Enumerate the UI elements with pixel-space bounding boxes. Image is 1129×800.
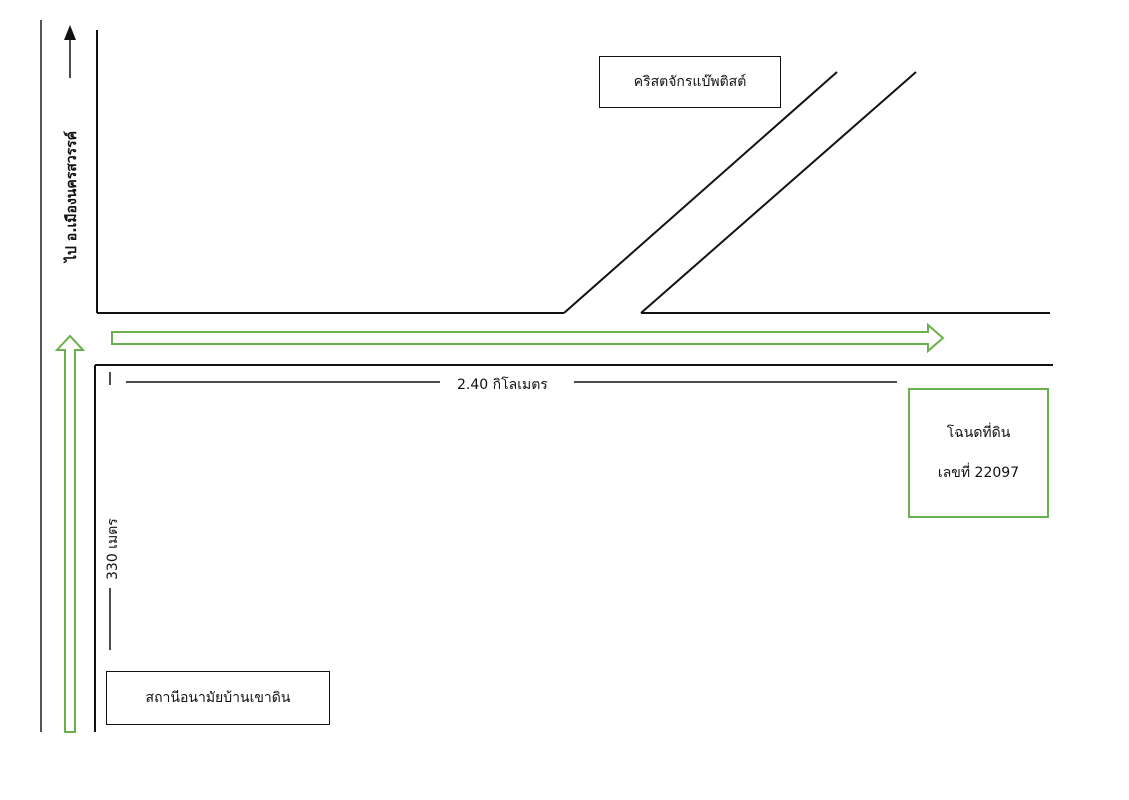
health-station-box: สถานีอนามัยบ้านเขาดิน — [106, 671, 330, 725]
distance-horizontal-label: 2.40 กิโลเมตร — [457, 377, 548, 393]
church-label: คริสตจักรแบ๊พติสต์ — [633, 74, 747, 90]
land-deed-box: โฉนดที่ดิน เลขที่ 22097 — [908, 388, 1049, 518]
hollow-arrow-up-icon — [54, 334, 86, 733]
hollow-arrow-right-icon — [111, 322, 945, 354]
land-deed-title: โฉนดที่ดิน — [946, 425, 1011, 441]
to-city-label: ไป อ.เมืองนครสวรรค์ — [64, 130, 80, 262]
distance-vertical-label: 330 เมตร — [105, 518, 121, 580]
health-station-label: สถานีอนามัยบ้านเขาดิน — [145, 690, 291, 706]
arrow-up-icon — [64, 25, 76, 40]
land-deed-number: เลขที่ 22097 — [937, 465, 1020, 481]
church-landmark-box: คริสตจักรแบ๊พติสต์ — [599, 56, 781, 108]
road-edge-diagonal-right — [640, 71, 917, 314]
road-edge-diagonal-left — [563, 71, 838, 314]
